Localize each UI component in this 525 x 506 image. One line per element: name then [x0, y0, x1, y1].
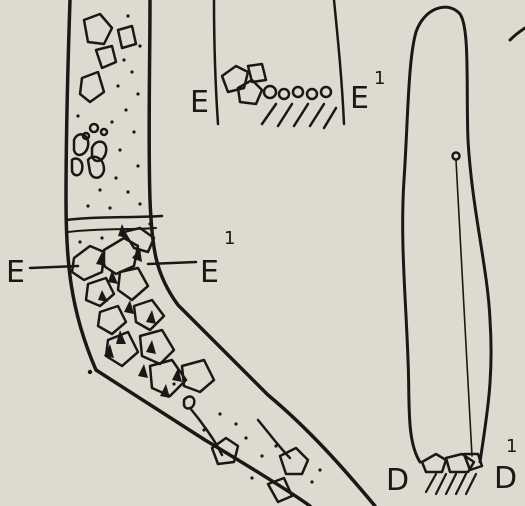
label-bottom-d-prime: D	[494, 461, 517, 496]
label-bottom-d: D	[386, 463, 409, 498]
label-top-e-prime: E	[350, 81, 369, 116]
label-top-e-prime-mark: 1	[374, 68, 385, 89]
label-bottom-d-prime-mark: 1	[506, 436, 517, 457]
label-top-e: E	[190, 85, 209, 120]
label-left-e-prime: E	[200, 255, 219, 290]
label-left-e: E	[6, 255, 25, 290]
label-left-e-prime-mark: 1	[224, 228, 235, 249]
